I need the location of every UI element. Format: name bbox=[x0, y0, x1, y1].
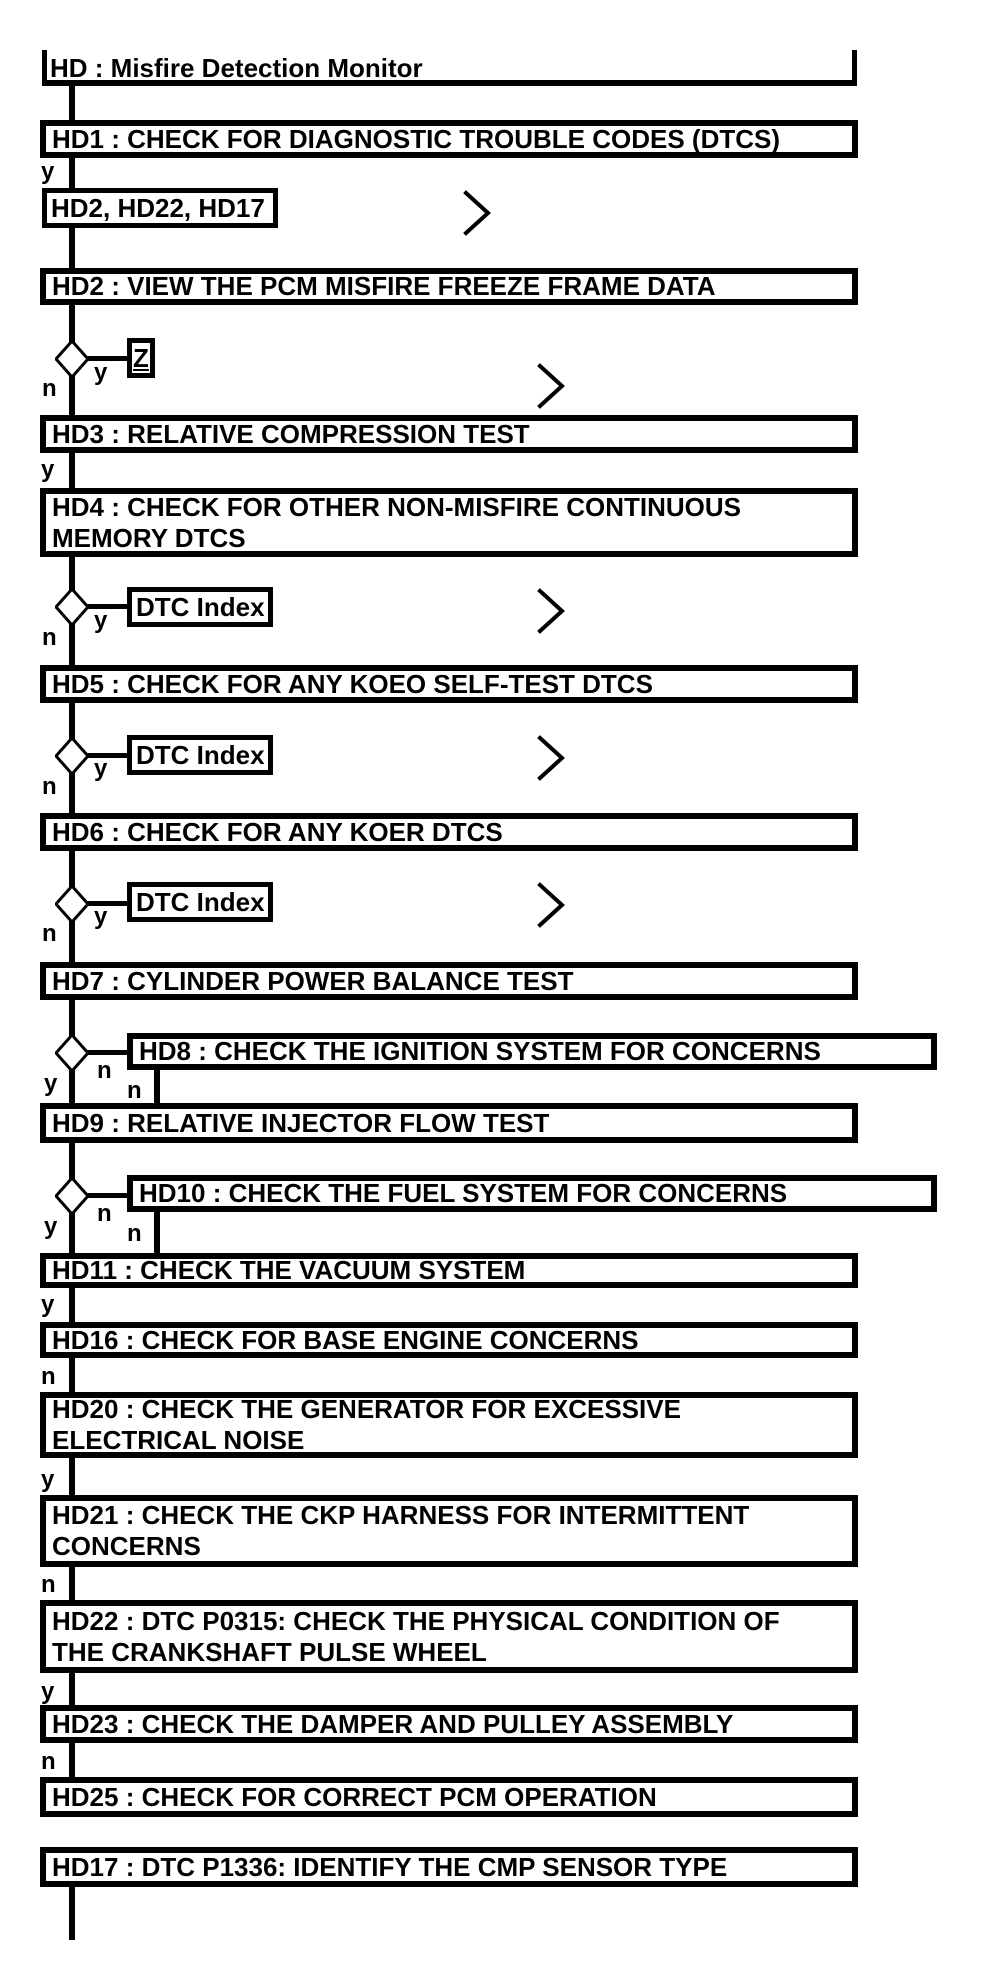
continue-chevron-icon bbox=[537, 735, 565, 781]
decision-diamond-hd5 bbox=[55, 737, 89, 775]
branch-label-yes: y bbox=[41, 1678, 55, 1705]
continue-chevron-icon bbox=[537, 882, 565, 928]
dtc-index-box-3: DTC Index bbox=[127, 882, 273, 922]
step-hd6: HD6 : CHECK FOR ANY KOER DTCS bbox=[40, 813, 858, 851]
step-hd5: HD5 : CHECK FOR ANY KOEO SELF-TEST DTCS bbox=[40, 665, 858, 703]
step-hd16: HD16 : CHECK FOR BASE ENGINE CONCERNS bbox=[40, 1322, 858, 1358]
dtc-index-box-2: DTC Index bbox=[127, 735, 273, 775]
branch-label-no: n bbox=[97, 1200, 112, 1227]
branch-label-no: n bbox=[41, 1363, 56, 1390]
branch-label-no: n bbox=[41, 1571, 56, 1598]
branch-label-no: n bbox=[42, 624, 57, 651]
branch-label-yes: y bbox=[41, 1466, 55, 1493]
z-reference-box: Z bbox=[127, 338, 155, 378]
branch-label-no: n bbox=[41, 1748, 56, 1775]
step-hd17: HD17 : DTC P1336: IDENTIFY THE CMP SENSO… bbox=[40, 1847, 858, 1887]
continue-chevron-icon bbox=[463, 190, 491, 236]
decision-diamond-hd9 bbox=[55, 1177, 89, 1215]
connector-hd4-dtc bbox=[86, 604, 127, 609]
connector-hd2-z bbox=[86, 356, 127, 361]
hd17-exit-line bbox=[69, 1887, 75, 1940]
connector-hd5-dtc bbox=[86, 753, 127, 758]
branch-label-yes: y bbox=[41, 158, 55, 185]
step-hd3: HD3 : RELATIVE COMPRESSION TEST bbox=[40, 415, 858, 453]
branch-label-yes: y bbox=[41, 456, 55, 483]
title-bracket-right bbox=[852, 50, 857, 86]
step-hd23: HD23 : CHECK THE DAMPER AND PULLEY ASSEM… bbox=[40, 1705, 858, 1743]
branch-label-yes: y bbox=[94, 903, 108, 930]
branch-label-no: n bbox=[127, 1077, 142, 1104]
decision-diamond-hd4 bbox=[55, 588, 89, 626]
branch-label-no: n bbox=[127, 1220, 142, 1247]
continue-chevron-icon bbox=[537, 588, 565, 634]
branch-label-no: n bbox=[42, 920, 57, 947]
title-bracket-left bbox=[42, 50, 47, 86]
hd1-branch-targets: HD2, HD22, HD17 bbox=[42, 188, 278, 228]
branch-label-no: n bbox=[42, 375, 57, 402]
branch-label-yes: y bbox=[94, 755, 108, 782]
step-hd1: HD1 : CHECK FOR DIAGNOSTIC TROUBLE CODES… bbox=[40, 120, 858, 158]
branch-label-yes: y bbox=[41, 1291, 55, 1318]
step-hd8: HD8 : CHECK THE IGNITION SYSTEM FOR CONC… bbox=[127, 1033, 937, 1070]
connector-hd9-hd10 bbox=[86, 1193, 127, 1198]
page-title: HD : Misfire Detection Monitor bbox=[50, 53, 423, 83]
branch-label-yes: y bbox=[44, 1213, 58, 1240]
connector-hd7-hd8 bbox=[86, 1050, 127, 1055]
branch-label-yes: y bbox=[94, 359, 108, 386]
continue-chevron-icon bbox=[537, 363, 565, 409]
connector-hd10-hd11 bbox=[154, 1212, 160, 1253]
main-flow-line bbox=[69, 86, 75, 1817]
step-hd11: HD11 : CHECK THE VACUUM SYSTEM bbox=[40, 1253, 858, 1288]
step-hd7: HD7 : CYLINDER POWER BALANCE TEST bbox=[40, 962, 858, 1000]
z-reference-label: Z bbox=[133, 343, 149, 373]
dtc-index-box-1: DTC Index bbox=[127, 587, 273, 627]
branch-label-yes: y bbox=[44, 1070, 58, 1097]
step-hd20: HD20 : CHECK THE GENERATOR FOR EXCESSIVE… bbox=[40, 1392, 858, 1458]
branch-label-no: n bbox=[97, 1057, 112, 1084]
decision-diamond-hd7 bbox=[55, 1034, 89, 1072]
step-hd2: HD2 : VIEW THE PCM MISFIRE FREEZE FRAME … bbox=[40, 268, 858, 305]
decision-diamond-hd2 bbox=[55, 340, 89, 378]
connector-hd6-dtc bbox=[86, 901, 127, 906]
step-hd10: HD10 : CHECK THE FUEL SYSTEM FOR CONCERN… bbox=[127, 1175, 937, 1212]
step-hd25: HD25 : CHECK FOR CORRECT PCM OPERATION bbox=[40, 1777, 858, 1817]
step-hd9: HD9 : RELATIVE INJECTOR FLOW TEST bbox=[40, 1103, 858, 1143]
decision-diamond-hd6 bbox=[55, 885, 89, 923]
branch-label-yes: y bbox=[94, 607, 108, 634]
step-hd4: HD4 : CHECK FOR OTHER NON-MISFIRE CONTIN… bbox=[40, 488, 858, 557]
step-hd21: HD21 : CHECK THE CKP HARNESS FOR INTERMI… bbox=[40, 1495, 858, 1567]
title-bracket-underline bbox=[42, 80, 857, 86]
connector-hd8-hd9 bbox=[154, 1070, 160, 1103]
branch-label-no: n bbox=[42, 773, 57, 800]
step-hd22: HD22 : DTC P0315: CHECK THE PHYSICAL CON… bbox=[40, 1600, 858, 1673]
